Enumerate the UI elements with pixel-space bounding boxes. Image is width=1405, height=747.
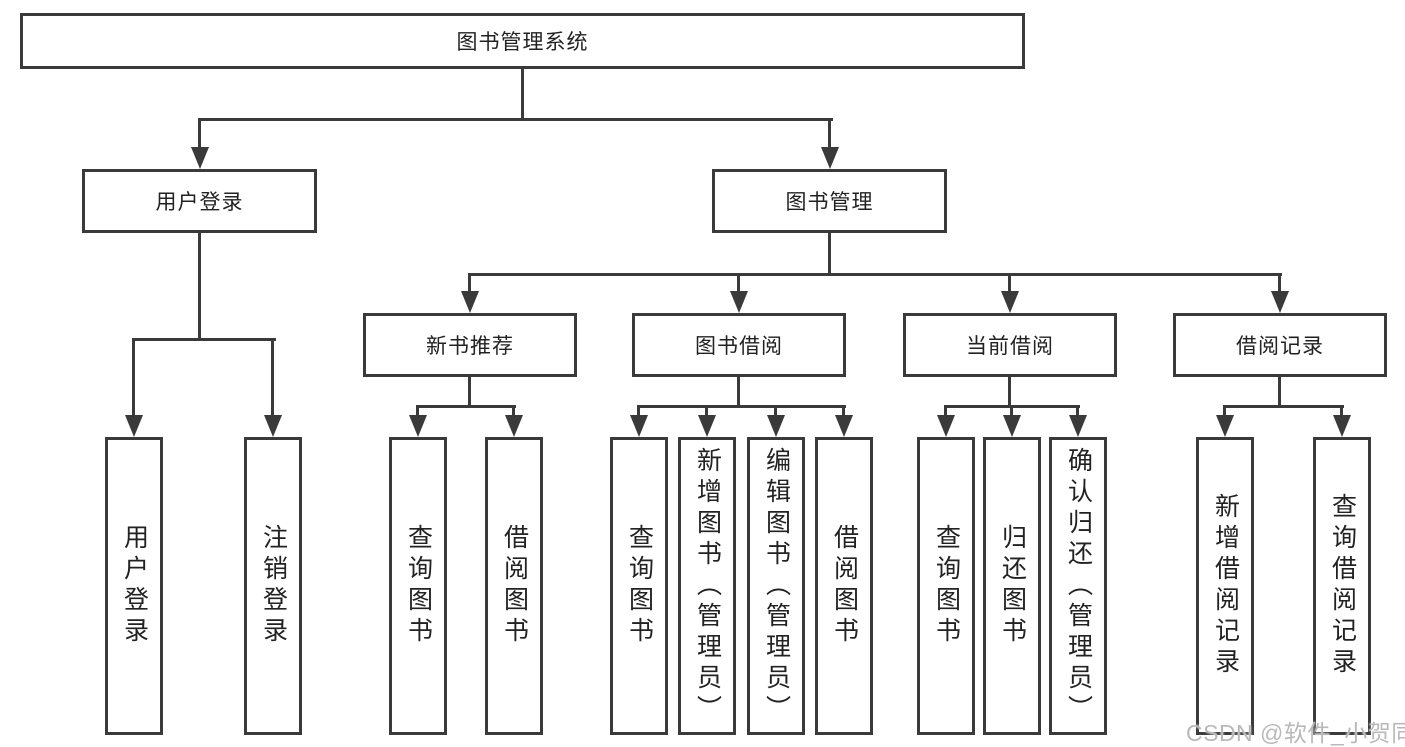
arrowhead-leaf bbox=[505, 415, 523, 437]
connector-login-feed bbox=[198, 233, 201, 340]
arrowhead-leaf bbox=[1216, 415, 1234, 437]
arrowhead-leaf bbox=[937, 415, 955, 437]
leaf-label: 借阅图书 bbox=[830, 524, 859, 648]
connector-drop-current-borrow bbox=[1008, 276, 1011, 295]
leaf-label: 查询图书 bbox=[932, 524, 961, 648]
connector-drop-book-management bbox=[828, 121, 831, 149]
arrowhead-borrow-records bbox=[1271, 291, 1289, 313]
connector-leaf-drop bbox=[637, 408, 640, 418]
arrowhead-book-borrow bbox=[730, 291, 748, 313]
leaf-add-borrow-record: 新增借阅记录 bbox=[1196, 437, 1254, 735]
leaf-label: 查询图书 bbox=[625, 524, 654, 648]
node-label: 新书推荐 bbox=[426, 335, 514, 358]
connector-book-mgmt-feed bbox=[828, 233, 831, 276]
arrowhead-leaf bbox=[698, 415, 716, 437]
connector-drop-book-borrow bbox=[737, 276, 740, 295]
node-label: 图书管理 bbox=[785, 191, 874, 214]
leaf-borrow-books-recommend: 借阅图书 bbox=[485, 437, 543, 735]
leaf-label: 用户登录 bbox=[120, 524, 149, 648]
leaf-borrow-books: 借阅图书 bbox=[815, 437, 873, 735]
connector-leaf-drop bbox=[1340, 408, 1343, 418]
node-current-borrowing: 当前借阅 bbox=[903, 313, 1117, 377]
arrowhead-current-borrow bbox=[1001, 291, 1019, 313]
leaf-query-books-current: 查询图书 bbox=[917, 437, 975, 735]
node-label: 图书借阅 bbox=[695, 335, 783, 358]
node-label: 图书管理系统 bbox=[456, 31, 589, 54]
connector-borrow-records-feed bbox=[1278, 377, 1281, 407]
arrowhead-user-login bbox=[191, 147, 209, 169]
connector-leaf-drop bbox=[512, 408, 515, 418]
leaf-user-login: 用户登录 bbox=[105, 437, 163, 735]
connector-drop-new-book bbox=[468, 276, 471, 295]
connector-level3-rail bbox=[468, 273, 1282, 276]
connector-borrow-records-rail bbox=[1223, 405, 1344, 408]
node-label: 用户登录 bbox=[155, 191, 244, 214]
node-new-book-recommend: 新书推荐 bbox=[363, 313, 577, 377]
connector-leaf-drop bbox=[944, 408, 947, 418]
connector-leaf-drop bbox=[774, 408, 777, 418]
leaf-label: 新增图书（管理员） bbox=[693, 446, 722, 726]
leaf-label: 注销登录 bbox=[259, 524, 288, 648]
node-book-borrowing: 图书借阅 bbox=[632, 313, 846, 377]
arrowhead-leaf bbox=[1333, 415, 1351, 437]
connector-new-book-feed bbox=[468, 377, 471, 407]
leaf-logout: 注销登录 bbox=[244, 437, 302, 735]
leaf-query-books-recommend: 查询图书 bbox=[389, 437, 447, 735]
leaf-return-books: 归还图书 bbox=[983, 437, 1041, 735]
arrowhead-leaf bbox=[835, 415, 853, 437]
arrowhead-leaf bbox=[409, 415, 427, 437]
connector-drop-logout-leaf bbox=[271, 341, 274, 417]
connector-leaf-drop bbox=[705, 408, 708, 418]
connector-book-borrow-rail bbox=[637, 405, 846, 408]
leaf-label: 借阅图书 bbox=[500, 524, 529, 648]
connector-level2-rail bbox=[198, 118, 833, 121]
arrowhead-leaf bbox=[767, 415, 785, 437]
connector-root-feed bbox=[521, 69, 524, 121]
connector-leaf-drop bbox=[842, 408, 845, 418]
arrowhead-leaf bbox=[1069, 415, 1087, 437]
connector-book-borrow-feed bbox=[737, 377, 740, 407]
leaf-label: 确认归还（管理员） bbox=[1064, 446, 1093, 726]
connector-current-borrow-rail bbox=[944, 405, 1080, 408]
node-borrowing-records: 借阅记录 bbox=[1173, 313, 1387, 377]
csdn-watermark: CSDN @软件_小贺同学 bbox=[1186, 720, 1405, 746]
connector-drop-borrow-records bbox=[1278, 276, 1281, 295]
node-label: 当前借阅 bbox=[966, 335, 1054, 358]
arrowhead-book-management bbox=[821, 147, 839, 169]
leaf-confirm-return-admin: 确认归还（管理员） bbox=[1049, 437, 1107, 735]
node-user-login-branch: 用户登录 bbox=[82, 169, 317, 233]
arrowhead-logout-leaf bbox=[264, 415, 282, 437]
arrowhead-leaf bbox=[630, 415, 648, 437]
leaf-query-borrow-record: 查询借阅记录 bbox=[1313, 437, 1371, 735]
connector-current-borrow-feed bbox=[1008, 377, 1011, 407]
connector-leaf-drop bbox=[1076, 408, 1079, 418]
leaf-add-books-admin: 新增图书（管理员） bbox=[678, 437, 736, 735]
leaf-label: 新增借阅记录 bbox=[1211, 493, 1240, 679]
arrowhead-new-book bbox=[461, 291, 479, 313]
leaf-label: 查询借阅记录 bbox=[1328, 493, 1357, 679]
leaf-query-books-borrowing: 查询图书 bbox=[610, 437, 668, 735]
node-label: 借阅记录 bbox=[1236, 335, 1324, 358]
connector-leaf-drop bbox=[1010, 408, 1013, 418]
connector-leaf-drop bbox=[416, 408, 419, 418]
arrowhead-leaf bbox=[1003, 415, 1021, 437]
leaf-label: 查询图书 bbox=[404, 524, 433, 648]
connector-leaf-drop bbox=[1223, 408, 1226, 418]
connector-new-book-rail bbox=[416, 405, 516, 408]
leaf-label: 归还图书 bbox=[998, 524, 1027, 648]
leaf-edit-books-admin: 编辑图书（管理员） bbox=[747, 437, 805, 735]
arrowhead-login-leaf bbox=[125, 415, 143, 437]
node-book-management-branch: 图书管理 bbox=[712, 169, 947, 233]
connector-drop-login-leaf bbox=[132, 341, 135, 417]
leaf-label: 编辑图书（管理员） bbox=[762, 446, 791, 726]
connector-login-rail bbox=[132, 338, 276, 341]
node-library-management-system: 图书管理系统 bbox=[20, 13, 1025, 69]
connector-drop-user-login bbox=[198, 121, 201, 149]
